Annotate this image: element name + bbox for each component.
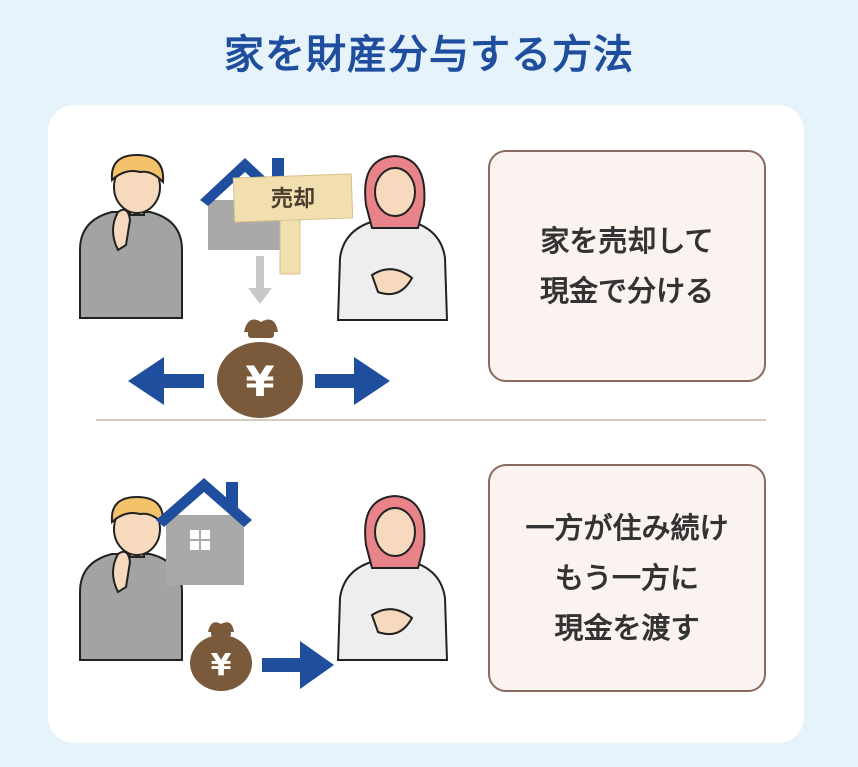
man-illustration bbox=[79, 495, 183, 661]
yen-symbol: ¥ bbox=[211, 648, 232, 683]
section-divider bbox=[96, 419, 766, 421]
money-bag-icon: ¥ bbox=[190, 622, 252, 691]
yen-symbol: ¥ bbox=[245, 357, 274, 406]
description-line: 一方が住み続け bbox=[525, 511, 729, 545]
description-line: 現金を渡す bbox=[554, 611, 700, 645]
man-illustration bbox=[79, 153, 183, 319]
description-line: 現金で分ける bbox=[539, 274, 714, 308]
description-line: 家を売却して bbox=[540, 224, 714, 258]
method-description-box: 一方が住み続け もう一方に 現金を渡す bbox=[488, 464, 766, 692]
house-icon bbox=[156, 478, 252, 585]
money-bag-icon: ¥ bbox=[217, 319, 303, 418]
left-arrow-icon bbox=[128, 357, 204, 405]
right-arrow-icon bbox=[315, 357, 390, 405]
description-line: もう一方に bbox=[554, 561, 700, 595]
page-title: 家を財産分与する方法 bbox=[224, 32, 634, 78]
right-arrow-icon bbox=[262, 641, 334, 689]
for-sale-sign: 売却 bbox=[232, 173, 354, 275]
down-arrow-icon bbox=[248, 256, 272, 304]
woman-illustration bbox=[336, 494, 449, 661]
woman-illustration bbox=[336, 154, 449, 321]
method-description-box: 家を売却して 現金で分ける bbox=[488, 150, 766, 382]
sign-label: 売却 bbox=[271, 186, 315, 212]
